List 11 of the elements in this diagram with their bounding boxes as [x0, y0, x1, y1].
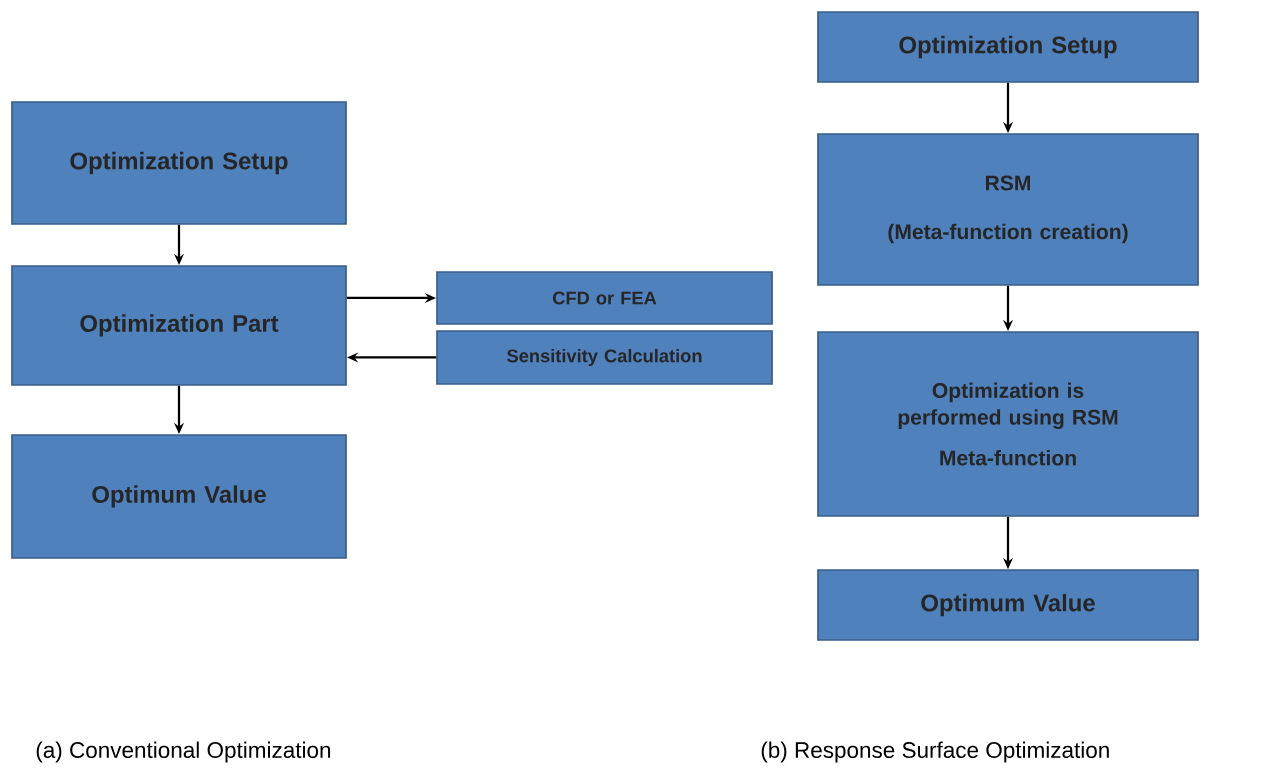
process-box: Optimum Value	[11, 434, 347, 559]
process-box: Optimization Part	[11, 265, 347, 386]
caption: (a) Conventional Optimization	[36, 741, 331, 763]
process-box: Optimization is performed using RSM Meta-function	[817, 331, 1199, 517]
caption: (b) Response Surface Optimization	[761, 741, 1109, 763]
process-box: CFD or FEA	[436, 271, 773, 325]
process-box: RSM (Meta-function creation)	[817, 133, 1199, 286]
process-box: Optimum Value	[817, 569, 1199, 641]
process-box: Optimization Setup	[817, 11, 1199, 83]
process-box: Optimization Setup	[11, 101, 347, 225]
process-box: Sensitivity Calculation	[436, 330, 773, 385]
